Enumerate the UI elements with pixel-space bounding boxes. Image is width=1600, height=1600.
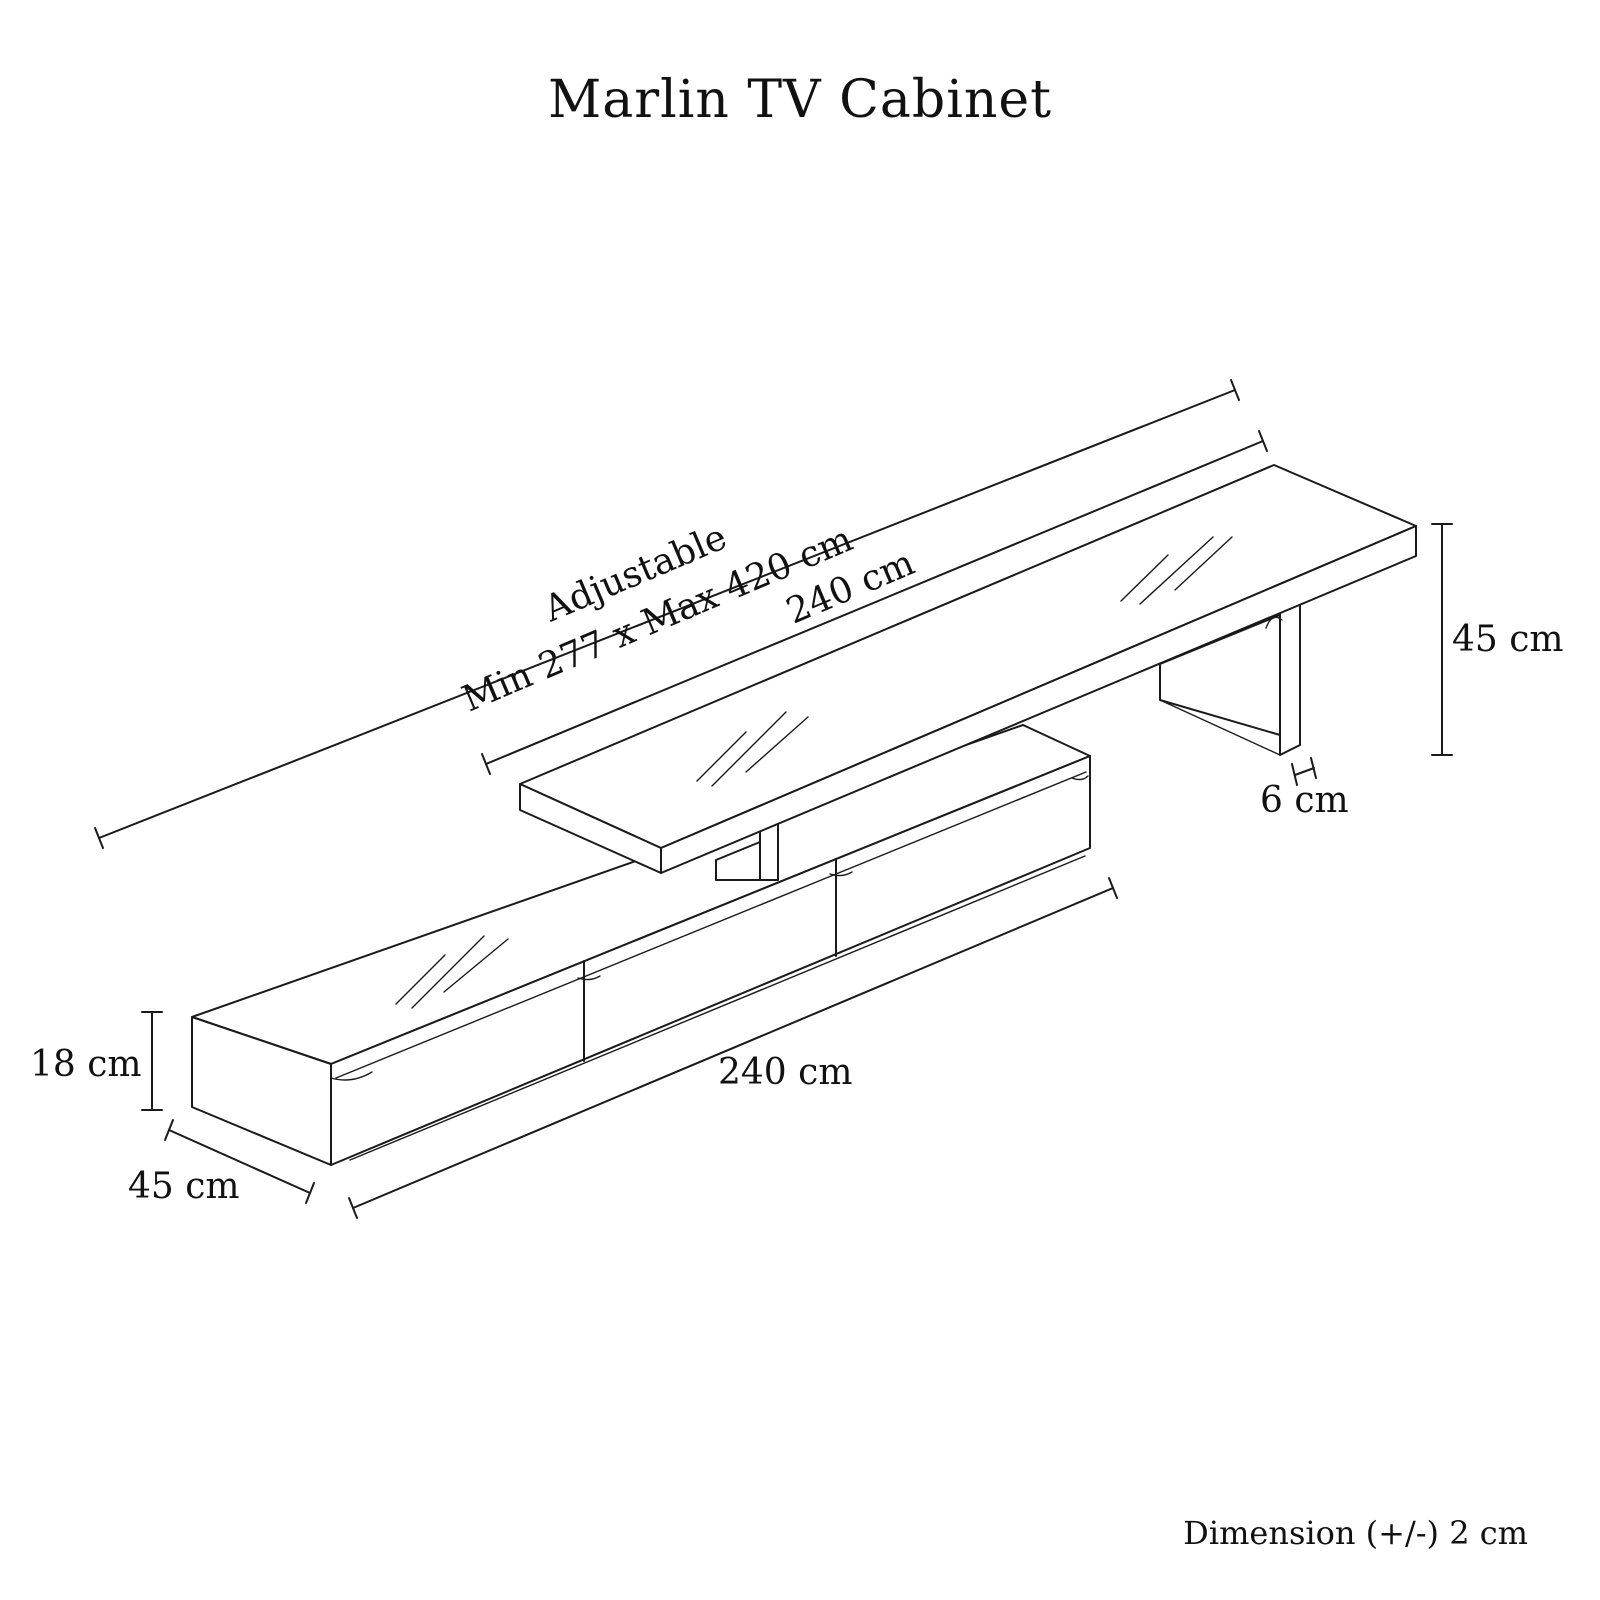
base-cabinet [191, 724, 1091, 1166]
leg-thickness-dimension-line [1291, 757, 1317, 786]
base-length-dimension-line [348, 877, 1118, 1219]
dimension-tolerance-note: Dimension (+/-) 2 cm [1183, 1514, 1528, 1552]
top-length-dimension-line [481, 430, 1268, 775]
height-label: 45 cm [1452, 619, 1564, 660]
adjustable-dimension-line [94, 379, 1240, 849]
top-shelf [519, 464, 1417, 874]
base-height-dimension-line [141, 1011, 163, 1111]
leg-thickness-label: 6 cm [1260, 780, 1349, 821]
shelf-legs [715, 596, 1301, 881]
height-dimension-line [1431, 523, 1453, 756]
page-title: Marlin TV Cabinet [547, 70, 1053, 130]
base-depth-dimension-line [164, 1119, 315, 1204]
base-depth-label: 45 cm [128, 1166, 240, 1207]
base-length-label: 240 cm [718, 1052, 852, 1093]
base-height-label: 18 cm [30, 1044, 142, 1085]
